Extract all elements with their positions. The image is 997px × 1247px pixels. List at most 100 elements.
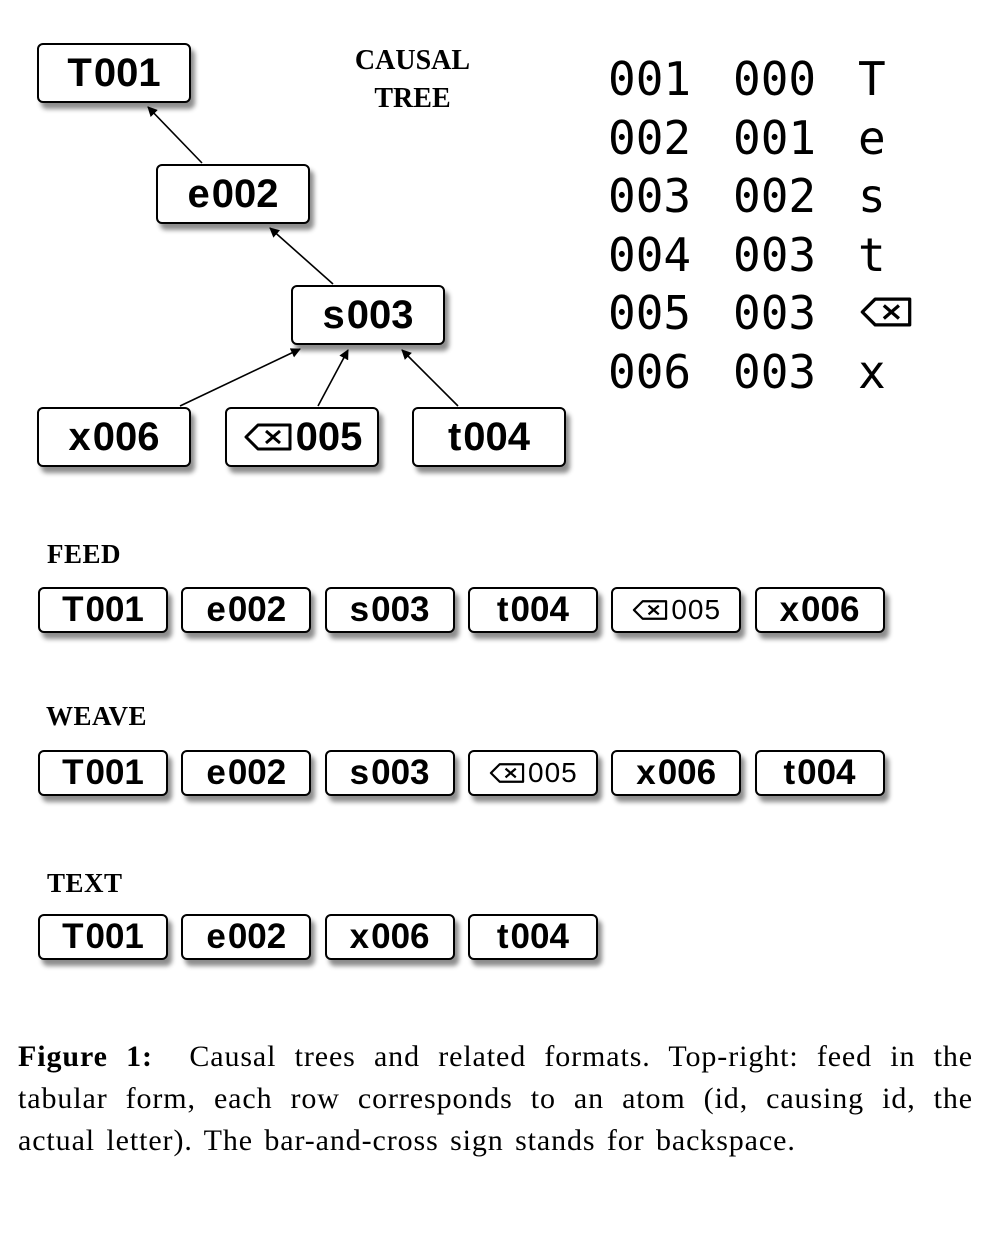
atom-letter: s <box>322 292 345 337</box>
figure-caption: Figure 1: Causal trees and related forma… <box>18 1036 973 1162</box>
feed-table-id: 001 <box>608 52 692 106</box>
atom-id: 001 <box>85 917 144 956</box>
feed-table-cause: 003 <box>733 227 817 282</box>
tree-node-x-006: x 006 <box>37 407 191 467</box>
atom-letter: t <box>783 753 796 792</box>
atom-letter: t <box>447 414 462 459</box>
atom-id: 002 <box>211 171 279 216</box>
atom-id: 006 <box>371 917 430 956</box>
feed-table-letter: e <box>858 110 886 165</box>
tree-node-e-002: e 002 <box>156 164 310 224</box>
atom-id: 006 <box>657 753 717 792</box>
weave-atom: t 004 <box>754 750 885 796</box>
backspace-icon <box>488 762 526 784</box>
atom-id: 001 <box>85 590 144 629</box>
atom-id: 003 <box>346 292 414 337</box>
atom-letter: T <box>67 50 92 95</box>
atom-id: 005 <box>671 594 722 625</box>
feed-table-letter: t <box>858 227 886 282</box>
edge-e002-to-T001 <box>147 106 203 164</box>
weave-atom: T 001 <box>38 750 168 796</box>
feed-table-cause: 002 <box>733 169 817 223</box>
backspace-icon <box>858 295 914 329</box>
atom-id: 001 <box>85 753 144 792</box>
atom-letter: T <box>62 753 84 792</box>
atom-letter: e <box>187 171 210 216</box>
edge-x006-to-s003 <box>179 348 301 407</box>
atom-id: 003 <box>371 590 430 629</box>
edge-s003-to-e002 <box>269 227 334 285</box>
figure-caption-text: Causal trees and related formats. Top-ri… <box>18 1040 973 1157</box>
atom-id: 004 <box>510 917 569 956</box>
feed-table-letter: T <box>858 52 886 106</box>
atom-id: 006 <box>801 590 860 629</box>
feed-table-row: 005 003 <box>608 284 914 342</box>
feed-atom: e 002 <box>181 587 312 633</box>
atom-letter: x <box>349 917 370 956</box>
atom-letter: e <box>206 753 226 792</box>
feed-table-cause: 003 <box>733 286 817 340</box>
feed-table-letter <box>858 295 914 329</box>
edge-backspace005-to-s003 <box>317 349 349 407</box>
atom-id: 005 <box>528 757 578 788</box>
weave-atom: e 002 <box>181 750 312 796</box>
atom-letter: x <box>636 753 656 792</box>
feed-table-id: 004 <box>608 227 692 282</box>
atom-letter: s <box>349 590 370 629</box>
tree-node-t-004: t 004 <box>412 407 566 467</box>
atom-id: 001 <box>93 50 161 95</box>
atom-id: 002 <box>227 590 287 629</box>
atom-letter: T <box>62 917 84 956</box>
edge-t004-to-s003 <box>401 349 459 407</box>
feed-table-cause: 000 <box>733 52 817 106</box>
weave-atom: s 003 <box>324 750 455 796</box>
feed-table-id: 005 <box>608 286 692 340</box>
feed-atom: 005 <box>611 587 742 633</box>
atom-id: 004 <box>510 590 569 629</box>
feed-table-row: 004 003 t <box>608 226 886 284</box>
atom-id: 006 <box>92 414 160 459</box>
feed-table-letter: x <box>858 344 886 399</box>
backspace-icon <box>631 599 669 621</box>
text-atom: t 004 <box>467 914 598 960</box>
text-label: TEXT <box>47 868 123 898</box>
feed-table-letter: s <box>858 169 886 223</box>
atom-letter: t <box>496 917 509 956</box>
feed-table-id: 003 <box>608 169 692 223</box>
atom-letter: t <box>496 590 509 629</box>
tree-node-T-001: T 001 <box>37 43 191 103</box>
atom-letter: T <box>62 590 84 629</box>
feed-table-row: 003 002 s <box>608 167 886 225</box>
atom-id: 005 <box>295 414 363 459</box>
atom-id: 002 <box>227 753 287 792</box>
atom-letter: e <box>206 590 226 629</box>
figure-caption-label: Figure 1: <box>18 1040 153 1073</box>
atom-letter: x <box>68 414 91 459</box>
text-atom: x 006 <box>324 914 455 960</box>
causal-tree-title: CAUSAL TREE <box>330 42 495 118</box>
tree-node-s-003: s 003 <box>291 285 445 345</box>
feed-table-cause: 003 <box>733 344 817 399</box>
feed-atom: x 006 <box>754 587 885 633</box>
weave-atom: 005 <box>467 750 598 796</box>
feed-atom: s 003 <box>324 587 455 633</box>
feed-atom: T 001 <box>38 587 168 633</box>
atom-letter: e <box>206 917 226 956</box>
tree-node-backspace-005: 005 <box>225 407 379 467</box>
feed-table-cause: 001 <box>733 110 817 165</box>
feed-atom: t 004 <box>467 587 598 633</box>
weave-label: WEAVE <box>46 701 148 731</box>
atom-id: 003 <box>371 753 430 792</box>
feed-table-id: 006 <box>608 344 692 399</box>
causal-tree-title-line2: TREE <box>374 83 451 114</box>
atom-letter: x <box>779 590 800 629</box>
weave-atom: x 006 <box>611 750 742 796</box>
feed-table-id: 002 <box>608 110 692 165</box>
atom-id: 004 <box>463 414 531 459</box>
text-atom: T 001 <box>38 914 168 960</box>
backspace-icon <box>242 422 294 452</box>
atom-letter: s <box>349 753 370 792</box>
feed-label: FEED <box>47 539 122 569</box>
atom-id: 004 <box>797 753 856 792</box>
